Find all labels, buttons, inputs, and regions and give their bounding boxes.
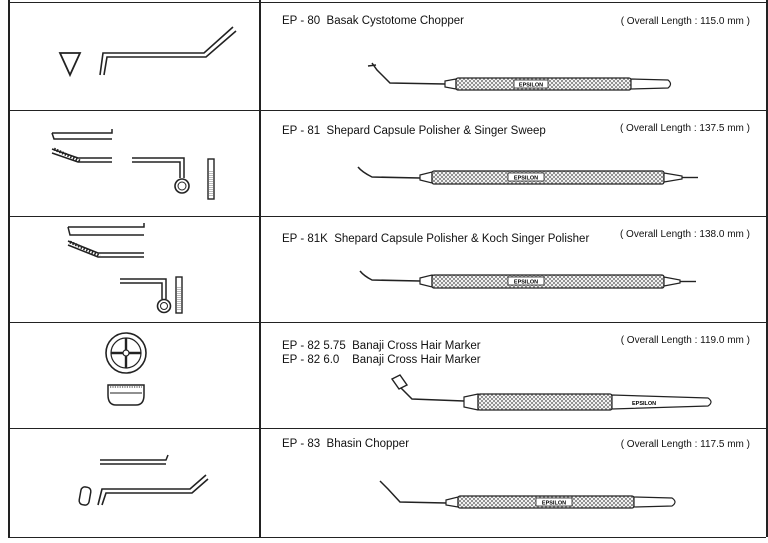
- product-info-cell: EP - 81 Shepard Capsule Polisher & Singe…: [260, 111, 766, 217]
- cross-hair-marker-detail: [105, 332, 147, 406]
- product-row-ep83: EP - 83 Bhasin Chopper ( Overall Length …: [8, 428, 766, 538]
- instrument-illustration: EPSILON: [367, 62, 672, 91]
- product-info-cell: EP - 81K Shepard Capsule Polisher & Koch…: [260, 217, 766, 323]
- product-row-ep82: EP - 82 5.75 Banaji Cross Hair Marker EP…: [8, 322, 766, 429]
- triangle-tip-detail: [58, 26, 237, 78]
- table-border-right: [766, 0, 768, 537]
- overall-length: ( Overall Length : 137.5 mm ): [619, 123, 750, 134]
- product-code: EP - 83: [282, 438, 321, 450]
- overall-length: ( Overall Length : 119.0 mm ): [620, 335, 750, 346]
- product-code: EP - 81K: [282, 233, 328, 245]
- instrument-illustration: EPSILON: [390, 374, 712, 411]
- tip-detail-cell: [8, 217, 259, 323]
- overall-length: ( Overall Length : 115.0 mm ): [620, 16, 750, 27]
- tip-detail-cell: [8, 3, 259, 109]
- tip-detail-cell: [8, 111, 259, 217]
- instrument-illustration: EPSILON: [379, 480, 676, 509]
- brand-label: EPSILON: [632, 401, 656, 407]
- table-border-left: [8, 0, 10, 537]
- overall-length: ( Overall Length : 117.5 mm ): [620, 439, 750, 450]
- product-row-ep81: EP - 81 Shepard Capsule Polisher & Singe…: [8, 110, 766, 217]
- brand-label: EPSILON: [542, 501, 566, 507]
- brand-label: EPSILON: [519, 83, 543, 89]
- product-code: EP - 81: [282, 125, 321, 137]
- product-name: Bhasin Chopper: [326, 438, 410, 450]
- tip-detail-cell: [8, 429, 259, 537]
- product-name: Banaji Cross Hair Marker: [352, 340, 481, 352]
- product-row-ep81k: EP - 81K Shepard Capsule Polisher & Koch…: [8, 216, 766, 323]
- product-name-variant: Banaji Cross Hair Marker: [352, 354, 481, 366]
- tip-detail-cell: [8, 323, 259, 429]
- product-row-ep80: EP - 80 Basak Cystotome Chopper ( Overal…: [8, 2, 766, 109]
- product-code: EP - 80: [282, 15, 321, 27]
- product-code-variant: EP - 82 6.0: [282, 354, 340, 366]
- brand-label: EPSILON: [514, 280, 538, 286]
- overall-length: ( Overall Length : 138.0 mm ): [619, 229, 750, 240]
- product-name: Shepard Capsule Polisher & Koch Singer P…: [334, 233, 590, 245]
- product-info-cell: EP - 80 Basak Cystotome Chopper ( Overal…: [260, 3, 766, 109]
- brand-label: EPSILON: [514, 176, 538, 182]
- chopper-tip-detail: [78, 454, 209, 506]
- product-code: EP - 82 5.75: [282, 340, 346, 352]
- product-name: Shepard Capsule Polisher & Singer Sweep: [326, 125, 546, 137]
- table-column-divider: [259, 0, 261, 537]
- polisher-loop-detail: [51, 129, 215, 200]
- product-info-cell: EP - 82 5.75 Banaji Cross Hair Marker EP…: [260, 323, 766, 429]
- polisher-loop-detail: [67, 223, 183, 314]
- product-name: Basak Cystotome Chopper: [326, 15, 464, 27]
- product-info-cell: EP - 83 Bhasin Chopper ( Overall Length …: [260, 429, 766, 537]
- instrument-illustration: EPSILON: [357, 166, 698, 185]
- instrument-illustration: EPSILON: [359, 270, 696, 289]
